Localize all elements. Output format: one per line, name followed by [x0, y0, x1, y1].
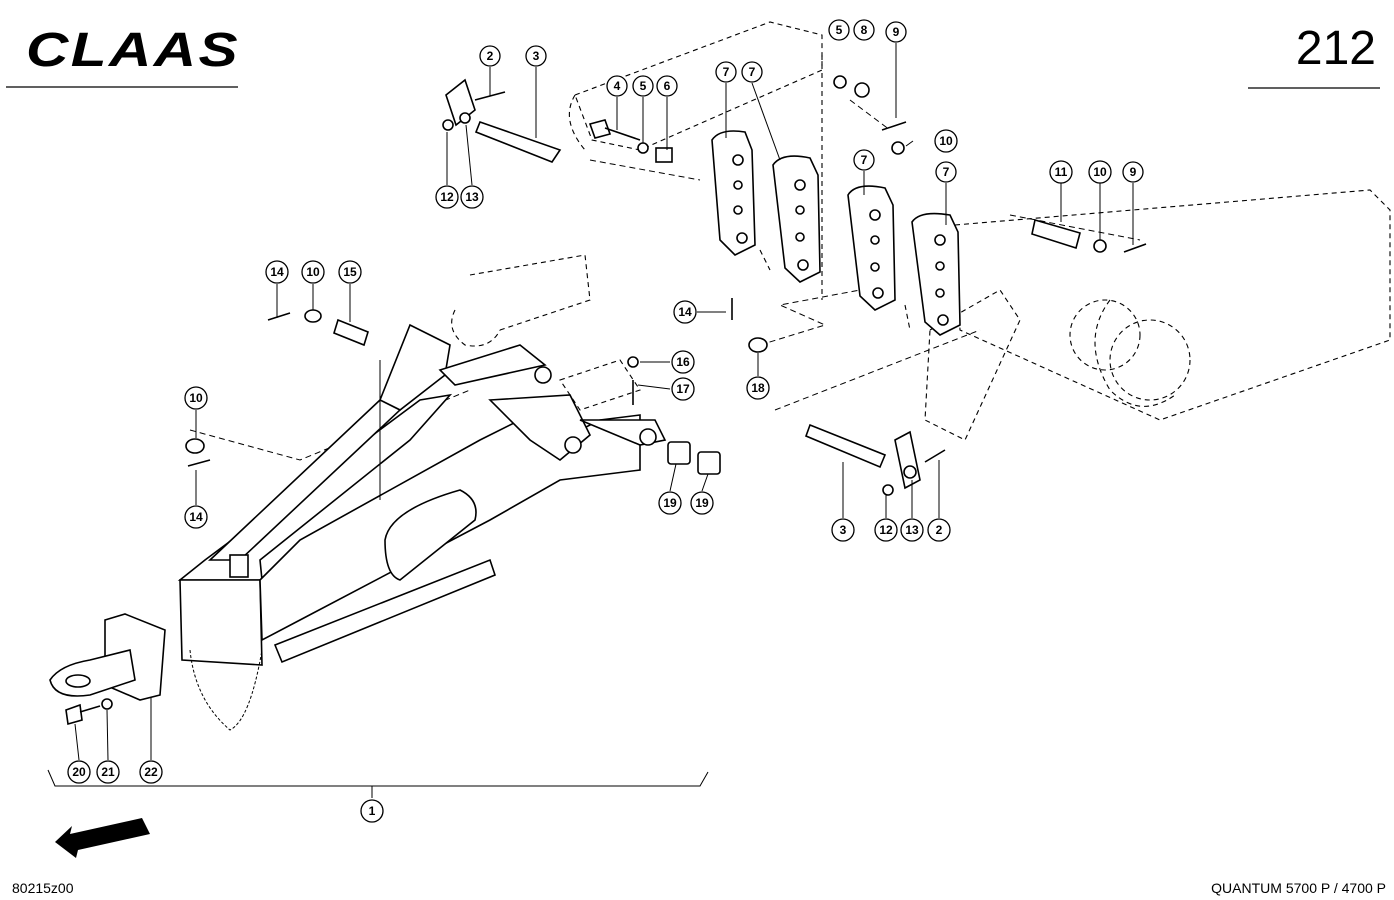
callout: 17: [671, 377, 695, 401]
svg-text:5: 5: [836, 23, 843, 37]
callout: 21: [96, 760, 120, 784]
lower-right-hardware: [804, 423, 946, 496]
svg-text:19: 19: [695, 496, 709, 510]
svg-text:5: 5: [640, 79, 647, 93]
ghost-frame: [451, 21, 1391, 441]
svg-text:2: 2: [936, 523, 943, 537]
callout: 7: [715, 61, 737, 83]
svg-text:1: 1: [369, 804, 376, 818]
dashed-leaders: [189, 99, 1141, 461]
callout: 3: [525, 45, 547, 67]
brand-logo: CLAAS: [26, 24, 240, 77]
callout: 11: [1049, 160, 1073, 184]
callout: 8: [853, 19, 875, 41]
svg-text:8: 8: [861, 23, 868, 37]
callout: 1: [360, 799, 384, 823]
tow-eye-assembly: [49, 613, 263, 731]
callout: 16: [671, 350, 695, 374]
svg-text:19: 19: [663, 496, 677, 510]
callout: 20: [67, 760, 91, 784]
svg-text:6: 6: [664, 79, 671, 93]
callout: 15: [338, 260, 362, 284]
svg-text:22: 22: [144, 765, 158, 779]
callout: 5: [828, 19, 850, 41]
svg-text:10: 10: [189, 391, 203, 405]
svg-text:20: 20: [72, 765, 86, 779]
svg-text:9: 9: [893, 25, 900, 39]
svg-text:12: 12: [879, 523, 893, 537]
callout: 7: [741, 61, 763, 83]
drawbar-frame: [177, 323, 667, 666]
callout: 10: [301, 260, 325, 284]
svg-text:7: 7: [749, 65, 756, 79]
upper-hardware: [442, 75, 1147, 253]
callout: 18: [746, 376, 770, 400]
svg-text:14: 14: [678, 305, 692, 319]
callout: 2: [479, 45, 501, 67]
model-name: QUANTUM 5700 P / 4700 P: [1211, 880, 1386, 896]
callout: 14: [673, 300, 697, 324]
svg-text:3: 3: [533, 49, 540, 63]
adjustment-plates: [711, 130, 961, 336]
svg-text:11: 11: [1055, 165, 1068, 179]
middle-hardware: [185, 298, 768, 475]
svg-text:14: 14: [270, 265, 284, 279]
svg-text:7: 7: [723, 65, 730, 79]
callout-leaders: [47, 43, 1134, 798]
svg-text:14: 14: [189, 510, 203, 524]
callout: 22: [139, 760, 163, 784]
callout: 19: [690, 491, 714, 515]
svg-text:12: 12: [440, 190, 454, 204]
svg-text:13: 13: [905, 523, 919, 537]
callout: 14: [184, 505, 208, 529]
callout: 13: [460, 185, 484, 209]
page-number: 212: [1296, 22, 1376, 75]
callout: 7: [853, 149, 875, 171]
svg-text:10: 10: [939, 134, 953, 148]
svg-text:13: 13: [465, 190, 479, 204]
svg-text:2: 2: [487, 49, 494, 63]
svg-text:18: 18: [751, 381, 765, 395]
direction-arrow-icon: [55, 818, 150, 858]
svg-text:15: 15: [343, 265, 357, 279]
svg-text:21: 21: [101, 765, 115, 779]
svg-text:17: 17: [676, 382, 690, 396]
callout: 2: [927, 518, 951, 542]
svg-text:3: 3: [840, 523, 847, 537]
callout: 10: [184, 386, 208, 410]
svg-text:9: 9: [1130, 165, 1137, 179]
callout: 4: [606, 75, 628, 97]
callout: 3: [831, 518, 855, 542]
callout: 10: [934, 129, 958, 153]
callout: 19: [658, 491, 682, 515]
svg-text:4: 4: [614, 79, 621, 93]
svg-text:10: 10: [306, 265, 320, 279]
svg-text:7: 7: [943, 165, 950, 179]
callout: 9: [1122, 161, 1144, 183]
callout: 10: [1088, 160, 1112, 184]
callout: 9: [885, 21, 907, 43]
callout: 7: [935, 161, 957, 183]
callout: 13: [900, 518, 924, 542]
callouts: 2 3 4 5 6 7 7 5 8 9 10 7 7 11 10 9 12 13…: [67, 19, 1144, 823]
callout: 6: [656, 75, 678, 97]
svg-text:16: 16: [676, 355, 690, 369]
callout: 12: [874, 518, 898, 542]
safety-chain: [189, 649, 263, 731]
callout: 5: [632, 75, 654, 97]
svg-text:7: 7: [861, 153, 868, 167]
callout: 14: [265, 260, 289, 284]
drawing-code: 80215z00: [12, 880, 74, 896]
svg-text:10: 10: [1093, 165, 1107, 179]
callout: 12: [435, 185, 459, 209]
